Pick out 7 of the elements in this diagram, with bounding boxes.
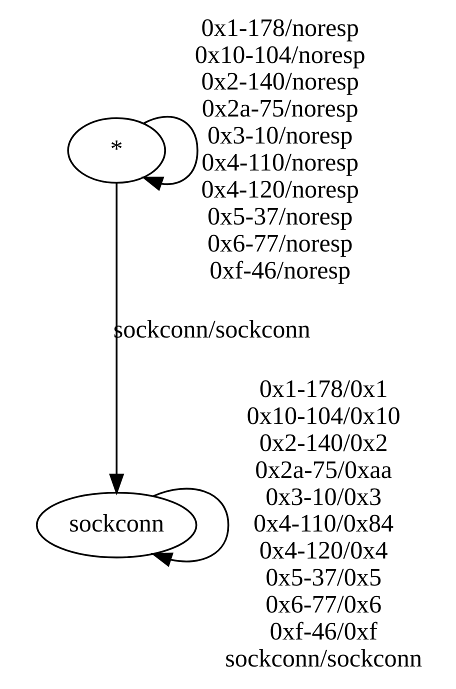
arrow <box>109 183 124 496</box>
node-ellipse: sockconn <box>36 492 198 558</box>
edge-label: 0x1-178/0x1 0x10-104/0x10 0x2-140/0x2 0x2a-75/0xaa 0x3-10/0x3 0x4-110/0x84 0x4-120/0x4 0x5-37/0x5 0x6-77/0x6 0xf-46/0xf sockconn/sockconn <box>225 376 422 672</box>
arrow <box>150 488 230 568</box>
arrow <box>141 116 198 191</box>
edge-label: 0x1-178/noresp 0x10-104/noresp 0x2-140/noresp 0x2a-75/noresp 0x3-10/noresp 0x4-110/noresp 0x4-120/noresp 0x5-37/noresp 0x6-77/noresp 0xf-46/noresp <box>194 14 366 284</box>
node-ellipse: * <box>67 117 166 184</box>
